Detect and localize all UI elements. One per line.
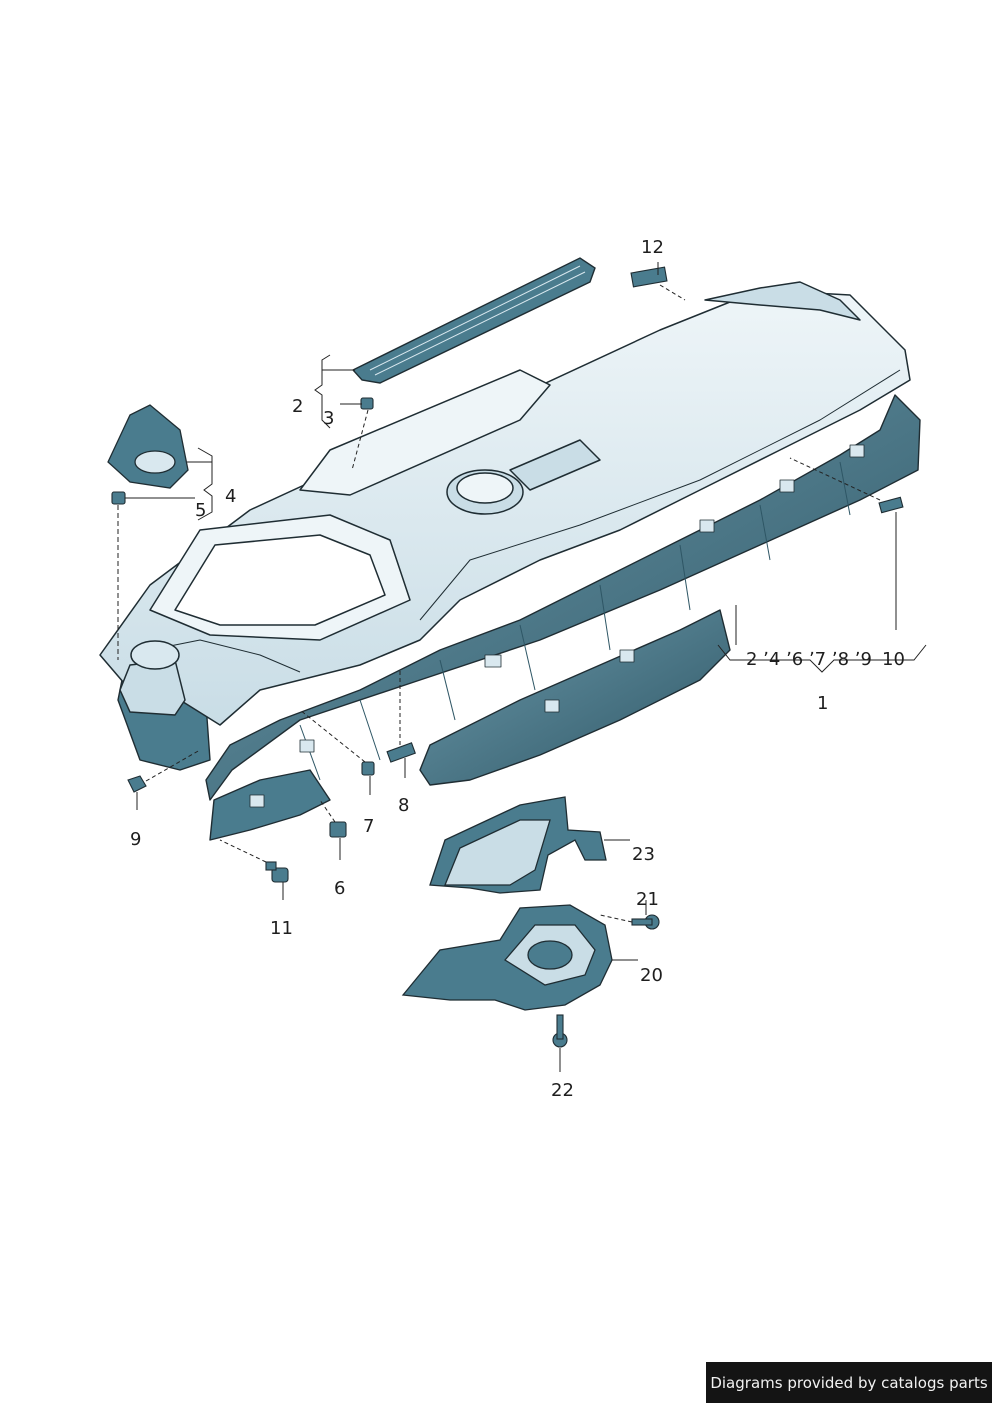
clip-7: [361, 761, 375, 776]
callout-6: 6: [334, 878, 346, 899]
fasteners: [111, 266, 904, 1048]
screw-11: [265, 861, 289, 883]
screw-21: [631, 914, 660, 930]
callout-1: 1: [817, 693, 829, 714]
clip-6: [329, 821, 347, 838]
clip-8: [386, 742, 416, 763]
callout-10: 10: [882, 649, 905, 670]
callout-5: 5: [195, 500, 207, 521]
callout-11: 11: [270, 918, 293, 939]
callout-9: 9: [130, 829, 142, 850]
clip-9: [127, 775, 147, 793]
callout-3: 3: [323, 408, 335, 429]
clip-10: [878, 496, 904, 514]
callout-2: 2: [292, 396, 304, 417]
callout-8: 8: [398, 795, 410, 816]
clip-12: [630, 266, 668, 288]
callout-21: 21: [636, 889, 659, 910]
callout-12: 12: [641, 237, 664, 258]
defroster-grille: [351, 257, 596, 384]
callout-group-list: 2 ʼ4 ʼ6 ʼ7 ʼ8 ʼ9: [746, 649, 872, 670]
callout-23: 23: [632, 844, 655, 865]
steering-trim-upper: [429, 796, 607, 894]
screw-22: [552, 1014, 568, 1048]
dashboard-panel: [99, 281, 911, 726]
callout-22: 22: [551, 1080, 574, 1101]
left-bracket: [107, 404, 189, 489]
callout-20: 20: [640, 965, 663, 986]
footer-credit-badge: Diagrams provided by catalogs parts: [706, 1362, 992, 1403]
clip-5: [111, 491, 126, 505]
callout-7: 7: [363, 816, 375, 837]
clip-3: [360, 397, 374, 410]
callout-4: 4: [225, 486, 237, 507]
leader-lines: [117, 262, 927, 1072]
steering-trim-lower: [401, 904, 613, 1011]
